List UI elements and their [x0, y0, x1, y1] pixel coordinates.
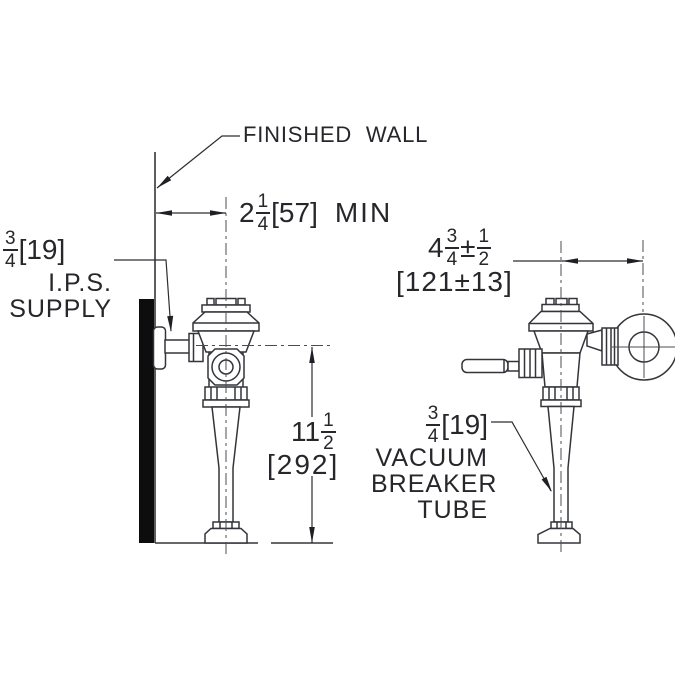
arrowhead — [210, 210, 226, 216]
arrowhead — [309, 527, 315, 543]
eye-crosshair — [612, 316, 675, 378]
dim-whole: 4 — [428, 232, 444, 263]
vacuum-line2: VACUUM — [375, 444, 488, 472]
arrowhead — [167, 315, 174, 332]
wall-section-fill — [139, 299, 154, 543]
arrowhead — [156, 210, 172, 216]
dim-suffix: MIN — [334, 197, 393, 228]
valve-cap-bump — [206, 297, 215, 306]
vacuum-line4: TUBE — [417, 496, 488, 524]
finished-wall-leader — [156, 135, 240, 189]
supply-pipe — [164, 339, 192, 354]
arrowheads — [156, 175, 643, 543]
ips-line2: I.P.S. — [48, 269, 112, 297]
centerlines — [196, 197, 644, 556]
eye-arm-stub — [586, 329, 603, 353]
ips-supply-leader — [114, 259, 172, 332]
arrowhead — [627, 258, 643, 264]
arrowhead — [309, 347, 315, 363]
dim-whole: 11 — [291, 416, 321, 447]
ips-line3: SUPPLY — [9, 295, 112, 323]
dim-plus-minus: ± — [460, 232, 476, 263]
spud-flange — [537, 527, 581, 544]
handle-ferrule — [507, 360, 520, 372]
arrowhead — [541, 476, 552, 492]
supply-coupling-nut — [188, 332, 204, 363]
valve-cap-bump — [237, 297, 246, 306]
supply-escutcheon — [152, 326, 167, 370]
arrowhead — [157, 175, 172, 188]
dim-metric: [57] — [271, 197, 318, 228]
dim-whole: 2 — [239, 197, 255, 228]
handle-rod — [461, 358, 509, 374]
vacuum-line3: BREAKER — [371, 470, 498, 498]
spread-dimension-metric: [121±13] — [396, 266, 513, 297]
side-view-valve — [461, 297, 675, 544]
finished-wall-label: FINISHED WALL — [243, 122, 429, 147]
height-dimension-metric: [292] — [267, 449, 340, 480]
ips-supply-connection — [152, 326, 204, 370]
arrowhead — [562, 258, 578, 264]
vacuum-breaker-leader — [491, 421, 552, 492]
